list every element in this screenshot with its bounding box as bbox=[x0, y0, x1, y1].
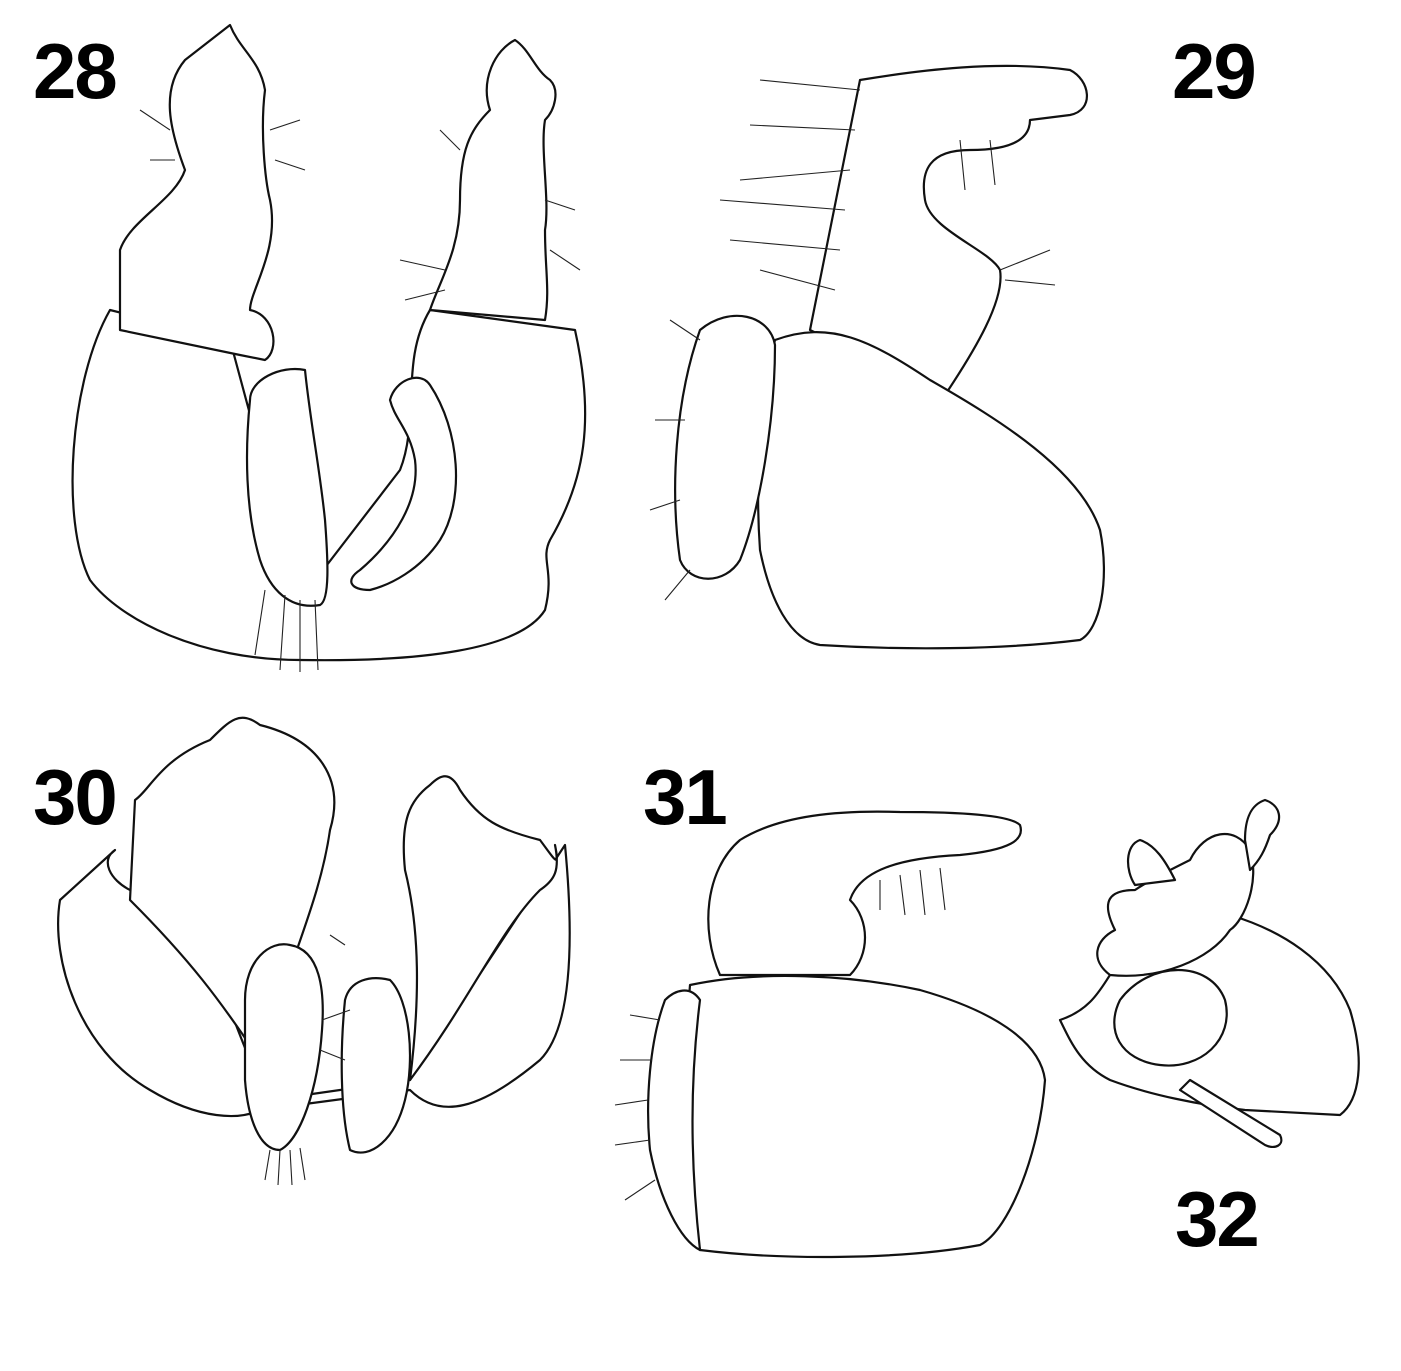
figure-31-drawing bbox=[614, 810, 1047, 1259]
figure-label-30: 30 bbox=[33, 753, 118, 841]
figure-29-drawing bbox=[649, 64, 1106, 650]
figure-label-28: 28 bbox=[33, 27, 118, 115]
figure-30-drawing bbox=[57, 716, 571, 1186]
figure-32-drawing bbox=[1058, 798, 1360, 1149]
figure-label-29: 29 bbox=[1172, 27, 1257, 115]
figure-label-31: 31 bbox=[643, 753, 728, 841]
figure-label-32: 32 bbox=[1175, 1175, 1260, 1263]
figure-28-drawing bbox=[71, 23, 587, 672]
